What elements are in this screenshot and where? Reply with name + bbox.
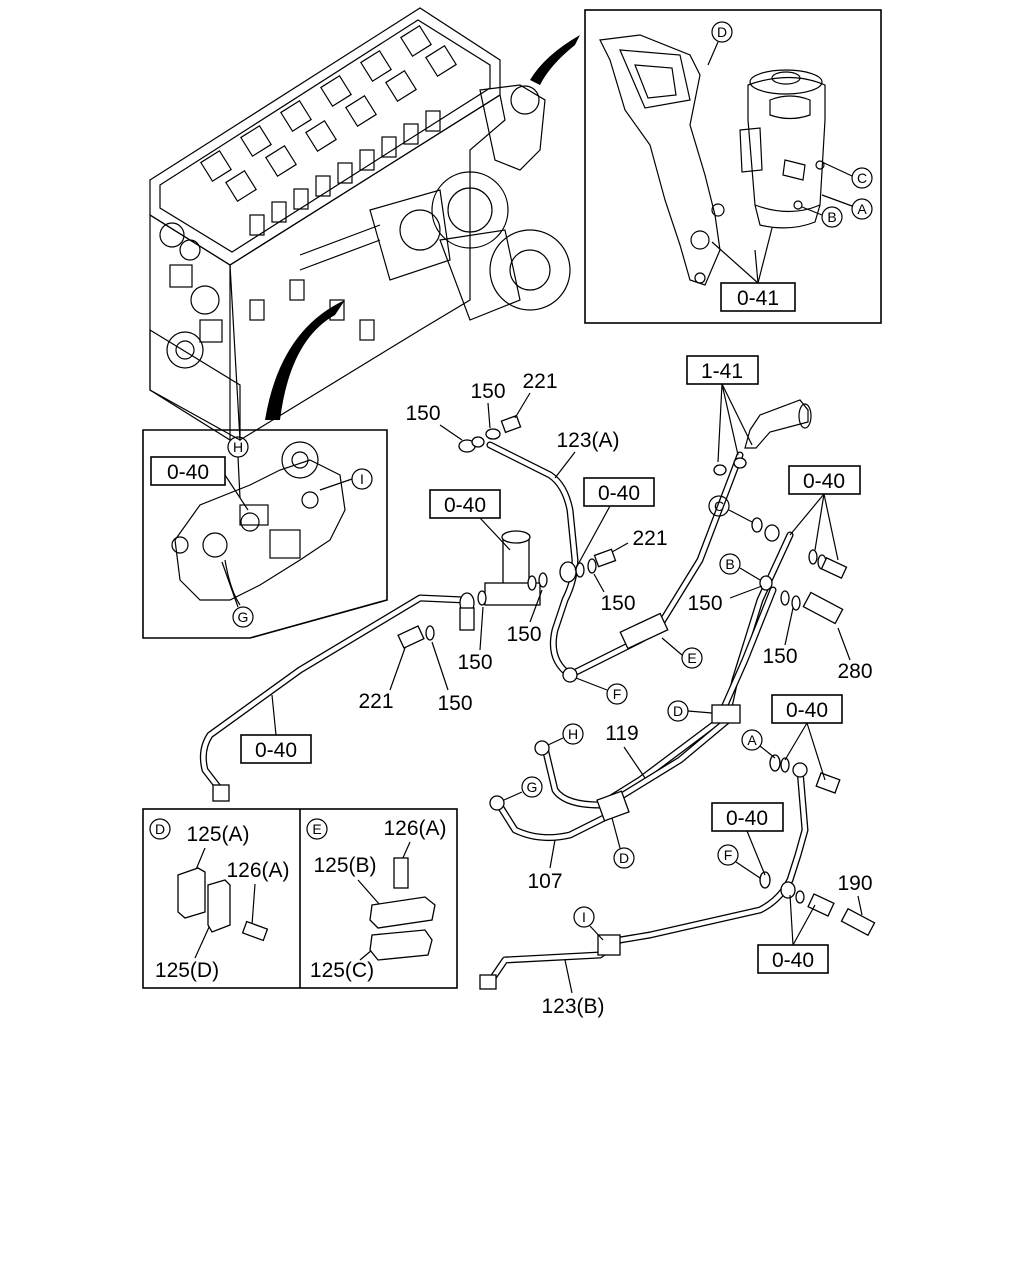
svg-text:D: D <box>619 850 629 866</box>
svg-text:I: I <box>360 471 364 487</box>
svg-text:0-40: 0-40 <box>786 699 828 722</box>
svg-text:0-40: 0-40 <box>772 949 814 972</box>
part-labels: 221 150 150 123(A) 221 150 150 150 221 1… <box>358 370 872 1018</box>
label-150-mid: 150 <box>600 592 635 615</box>
circle-ref-G-pump: G <box>221 561 254 628</box>
svg-text:D: D <box>717 24 727 40</box>
label-150-low: 150 <box>457 651 492 674</box>
svg-text:C: C <box>857 170 867 186</box>
svg-text:B: B <box>725 556 734 572</box>
circle-ref-C-inset: C <box>821 161 873 189</box>
pump-inset: 0-40 H I G <box>142 429 388 639</box>
circle-refs-main: C B E F D H A G D F I <box>503 495 776 941</box>
circle-ref-H-pump: H <box>227 436 249 499</box>
svg-text:A: A <box>747 732 757 748</box>
circle-ref-B: B <box>719 553 761 581</box>
svg-text:126(A): 126(A) <box>226 859 289 882</box>
svg-text:A: A <box>857 201 867 217</box>
circle-ref-D-lower: D <box>611 817 635 869</box>
label-150-low2: 150 <box>437 692 472 715</box>
svg-text:I: I <box>582 909 586 925</box>
label-150-right2: 150 <box>762 645 797 668</box>
svg-text:E: E <box>687 650 696 666</box>
svg-text:125(D): 125(D) <box>155 959 219 982</box>
circle-ref-A: A <box>741 729 776 759</box>
svg-text:G: G <box>238 609 249 625</box>
label-221-top: 221 <box>522 370 557 393</box>
box-label-0-41: 0-41 <box>711 227 796 312</box>
box-label-0-40-F: 0-40 <box>711 802 784 876</box>
circle-ref-E: E <box>661 637 703 669</box>
pointer-arrow-lower <box>265 300 345 420</box>
svg-text:0-40: 0-40 <box>803 470 845 493</box>
circle-ref-B-inset: B <box>801 206 843 228</box>
svg-text:H: H <box>233 439 243 455</box>
svg-text:F: F <box>613 686 622 702</box>
engine-block-illustration <box>149 7 580 442</box>
inset-e: E 126(A) 125(B) 125(C) <box>306 817 447 982</box>
detail-insets: D 125(A) 126(A) 125(D) E 126(A) 125(B) 1… <box>142 808 458 989</box>
label-150-top-b: 150 <box>470 380 505 403</box>
pipe-107 <box>494 799 614 842</box>
svg-text:C: C <box>714 498 724 514</box>
svg-text:D: D <box>155 821 165 837</box>
label-119: 119 <box>605 722 638 745</box>
circle-ref-D: D <box>667 700 713 722</box>
label-190: 190 <box>837 872 872 895</box>
svg-text:125(B): 125(B) <box>313 854 376 877</box>
svg-text:0-41: 0-41 <box>737 287 779 310</box>
label-221-mid: 221 <box>632 527 667 550</box>
box-label-1-41: 1-41 <box>686 355 759 463</box>
box-label-0-40-right: 0-40 <box>788 465 861 561</box>
label-150-right: 150 <box>687 592 722 615</box>
label-123B: 123(B) <box>541 995 604 1018</box>
svg-text:0-40: 0-40 <box>726 807 768 830</box>
circle-ref-I: I <box>573 906 604 941</box>
fittings <box>212 414 876 990</box>
svg-text:0-40: 0-40 <box>444 494 486 517</box>
box-label-0-40-tee: 0-40 <box>429 489 511 551</box>
box-label-0-40-pipe: 0-40 <box>240 694 312 764</box>
inset-d: D 125(A) 126(A) 125(D) <box>149 818 290 982</box>
box-label-0-40-mid: 0-40 <box>574 477 655 571</box>
svg-text:125(C): 125(C) <box>310 959 374 982</box>
circle-ref-A-inset: A <box>821 194 873 220</box>
label-107: 107 <box>527 870 562 893</box>
box-label-0-40-A: 0-40 <box>771 694 843 781</box>
svg-text:0-40: 0-40 <box>598 482 640 505</box>
svg-text:125(A): 125(A) <box>186 823 249 846</box>
svg-text:E: E <box>312 821 321 837</box>
svg-text:B: B <box>827 209 836 225</box>
circle-ref-H: H <box>547 723 584 746</box>
box-label-0-40-bottom: 0-40 <box>757 894 829 974</box>
circle-ref-F: F <box>575 677 628 705</box>
pipe-1-41-top <box>744 399 812 449</box>
pipe-left-long <box>199 594 469 796</box>
svg-text:0-40: 0-40 <box>255 739 297 762</box>
svg-text:126(A): 126(A) <box>383 817 446 840</box>
filter-inset: 0-41 D C B A <box>584 9 882 324</box>
svg-text:0-40: 0-40 <box>167 461 209 484</box>
label-280: 280 <box>837 660 872 683</box>
circle-ref-F-lower: F <box>717 844 761 879</box>
svg-text:H: H <box>568 726 578 742</box>
pointer-arrow-upper <box>530 35 580 85</box>
svg-text:F: F <box>724 847 733 863</box>
label-221-low: 221 <box>358 690 393 713</box>
circle-ref-D-inset: D <box>707 21 733 66</box>
svg-text:1-41: 1-41 <box>701 360 743 383</box>
circle-ref-C: C <box>708 495 753 523</box>
label-150-top-a: 150 <box>405 402 440 425</box>
label-123A: 123(A) <box>556 429 619 452</box>
svg-text:D: D <box>673 703 683 719</box>
pipe-1-41-to-D <box>656 451 794 716</box>
circle-ref-G: G <box>503 776 543 801</box>
box-label-0-40-pump: 0-40 <box>150 456 249 511</box>
label-150-mid2: 150 <box>506 623 541 646</box>
circle-ref-I-pump: I <box>319 468 373 491</box>
svg-text:G: G <box>527 779 538 795</box>
